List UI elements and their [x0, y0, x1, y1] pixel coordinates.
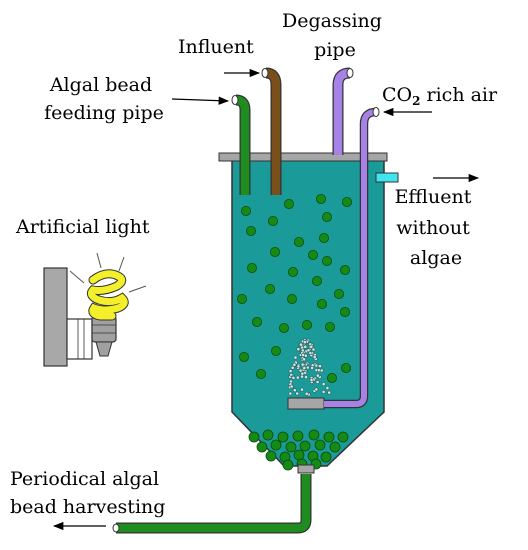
algal-bead: [293, 236, 304, 247]
settled-bead: [320, 451, 332, 463]
settled-bead: [337, 431, 349, 443]
algal-bead: [264, 283, 275, 294]
effluent-label: Effluent without algae: [395, 186, 478, 269]
algal-bead: [287, 266, 298, 277]
settled-bead: [277, 431, 289, 443]
algal-bead: [236, 293, 247, 304]
settled-bead: [262, 429, 274, 441]
suspended-algal-beads: [236, 193, 352, 383]
algal-bead: [333, 288, 344, 299]
algal-bead: [318, 232, 329, 243]
algal-bead: [324, 321, 335, 332]
bottom-outlet: [297, 464, 315, 474]
settled-bead: [299, 440, 311, 452]
algal-feed-label: Algal bead feeding pipe: [44, 74, 164, 124]
settled-algal-beads: [248, 429, 349, 471]
air-sparger: [287, 397, 325, 410]
algal-bead: [301, 319, 312, 330]
harvest-label: Periodical algal bead harvesting: [10, 468, 165, 518]
algal-feed-arrow-icon: [171, 96, 230, 105]
settled-bead: [314, 439, 326, 451]
algal-bead: [341, 196, 352, 207]
algal-bead: [240, 205, 251, 216]
algal-bead: [283, 198, 294, 209]
effluent-pipe: [375, 172, 399, 183]
algal-bead: [286, 293, 297, 304]
algal-bead: [255, 368, 266, 379]
algal-bead: [307, 249, 318, 260]
settled-bead: [292, 430, 304, 442]
settled-bead: [329, 441, 341, 453]
algal-bead: [326, 372, 337, 383]
air-bubbles: [288, 338, 332, 397]
algal-bead: [311, 275, 322, 286]
algal-bead: [278, 322, 289, 333]
algal-bead: [340, 362, 351, 373]
algal-bead: [269, 246, 280, 257]
algal-bead: [246, 262, 257, 273]
degassing-pipe-label: Degassing pipe: [282, 10, 388, 61]
algal-bead: [267, 215, 278, 226]
co2-air-pipe: [324, 109, 377, 407]
fluorescent-bulb-icon: [43, 252, 147, 367]
co2-rich-air-label: CO2 rich air: [382, 84, 498, 108]
settled-bead: [270, 439, 282, 451]
algal-bead: [251, 316, 262, 327]
settled-bead: [248, 431, 260, 443]
settled-bead: [308, 429, 320, 441]
algal-bead: [339, 264, 350, 275]
algal-bead: [321, 211, 332, 222]
algal-bead: [315, 193, 326, 204]
algal-bead: [339, 306, 350, 317]
algal-bead: [245, 225, 256, 236]
algal-bead: [238, 351, 249, 362]
influent-label: Influent: [178, 36, 254, 58]
settled-bead: [285, 441, 297, 453]
degassing-pipe: [333, 68, 351, 155]
artificial-light-label: Artificial light: [15, 216, 150, 238]
settled-bead: [282, 459, 294, 471]
settled-bead: [256, 441, 268, 453]
settled-bead: [265, 450, 277, 462]
settled-bead: [293, 449, 305, 461]
algal-bead: [316, 298, 327, 309]
settled-bead: [323, 431, 335, 443]
reactor-lid: [218, 152, 388, 162]
algal-bead: [270, 345, 281, 356]
algal-bead: [321, 255, 332, 266]
